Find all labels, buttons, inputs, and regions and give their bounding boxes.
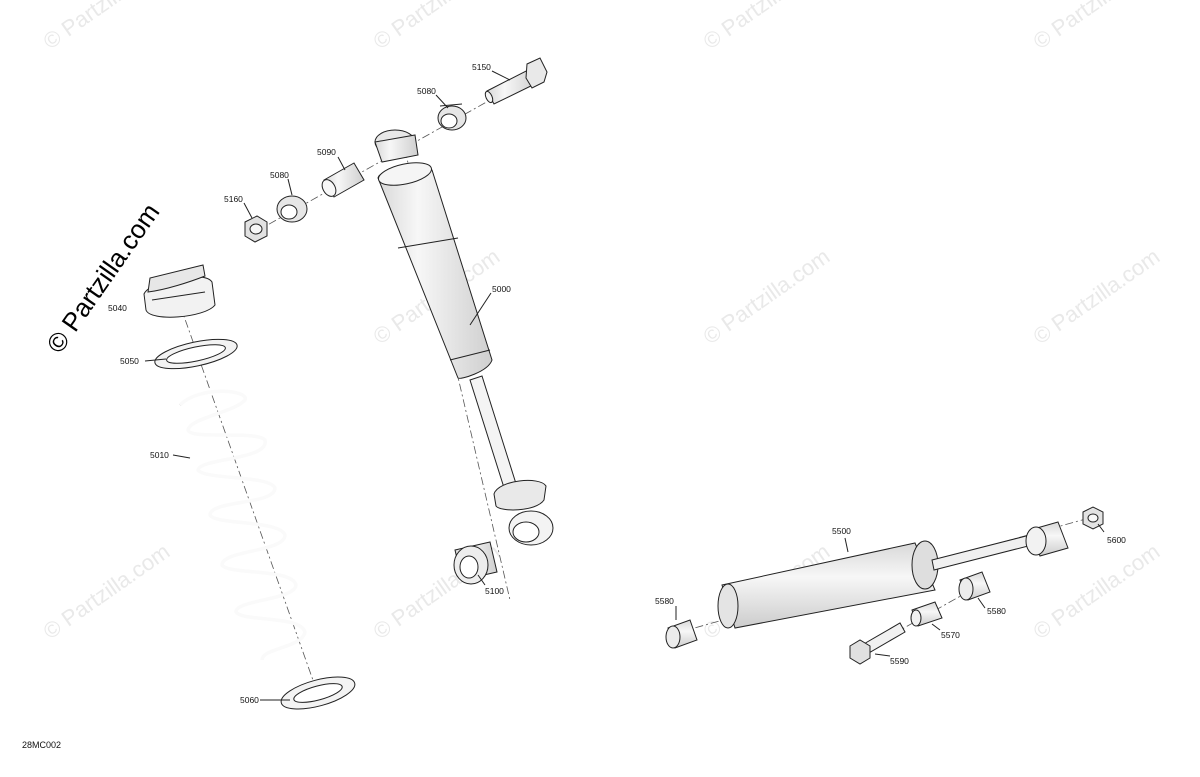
watermark-tile: © Partzilla.com — [39, 0, 175, 54]
watermark-tile: © Partzilla.com — [1029, 539, 1165, 645]
label-5580-right: 5580 — [987, 606, 1006, 616]
part-5040-retainer — [143, 264, 216, 318]
watermark-tile: © Partzilla.com — [39, 539, 175, 645]
part-5080-bushing-top — [437, 103, 467, 131]
watermark-tile: © Partzilla.com — [699, 0, 835, 54]
part-5050-washer — [154, 338, 238, 370]
watermark-tile: © Partzilla.com — [1029, 244, 1165, 350]
label-5590: 5590 — [890, 656, 909, 666]
watermark-tile: © Partzilla.com — [369, 0, 505, 54]
label-5000: 5000 — [492, 284, 511, 294]
part-5580-bushing-right — [958, 571, 991, 601]
part-5580-bushing-left — [665, 619, 698, 649]
part-5060-washer — [280, 676, 356, 710]
watermark-tile: © Partzilla.com — [699, 244, 835, 350]
leader-lines — [144, 70, 1105, 701]
label-5580-left: 5580 — [655, 596, 674, 606]
partzilla-watermark: © Partzilla.com — [40, 198, 165, 359]
part-5500-shock — [717, 521, 1069, 629]
diagram-reference-code: 28MC002 — [22, 740, 61, 750]
label-5010: 5010 — [150, 450, 169, 460]
label-5090: 5090 — [317, 147, 336, 157]
part-5100-bushing — [453, 541, 498, 585]
part-5080-bushing-mid — [276, 195, 308, 223]
part-5150-bolt — [484, 57, 548, 105]
part-5010-spring — [178, 389, 307, 661]
part-5090-sleeve — [321, 162, 365, 198]
part-5000-shock — [374, 129, 554, 546]
label-5160: 5160 — [224, 194, 243, 204]
label-5080-mid: 5080 — [270, 170, 289, 180]
label-5060: 5060 — [240, 695, 259, 705]
label-5500: 5500 — [832, 526, 851, 536]
label-5150: 5150 — [472, 62, 491, 72]
label-5050: 5050 — [120, 356, 139, 366]
part-5590-bolt — [849, 622, 906, 665]
label-5570: 5570 — [941, 630, 960, 640]
part-5160-nut — [244, 215, 268, 243]
label-5080-top: 5080 — [417, 86, 436, 96]
part-labels: 5150 5080 5090 5080 5160 5040 5050 5010 … — [108, 62, 1126, 705]
watermark-tile: © Partzilla.com — [1029, 0, 1165, 54]
label-5040: 5040 — [108, 303, 127, 313]
label-5600: 5600 — [1107, 535, 1126, 545]
part-5600-nut — [1082, 506, 1104, 530]
part-5570-sleeve — [910, 601, 943, 627]
label-5100: 5100 — [485, 586, 504, 596]
assembly-axes — [179, 71, 1101, 701]
